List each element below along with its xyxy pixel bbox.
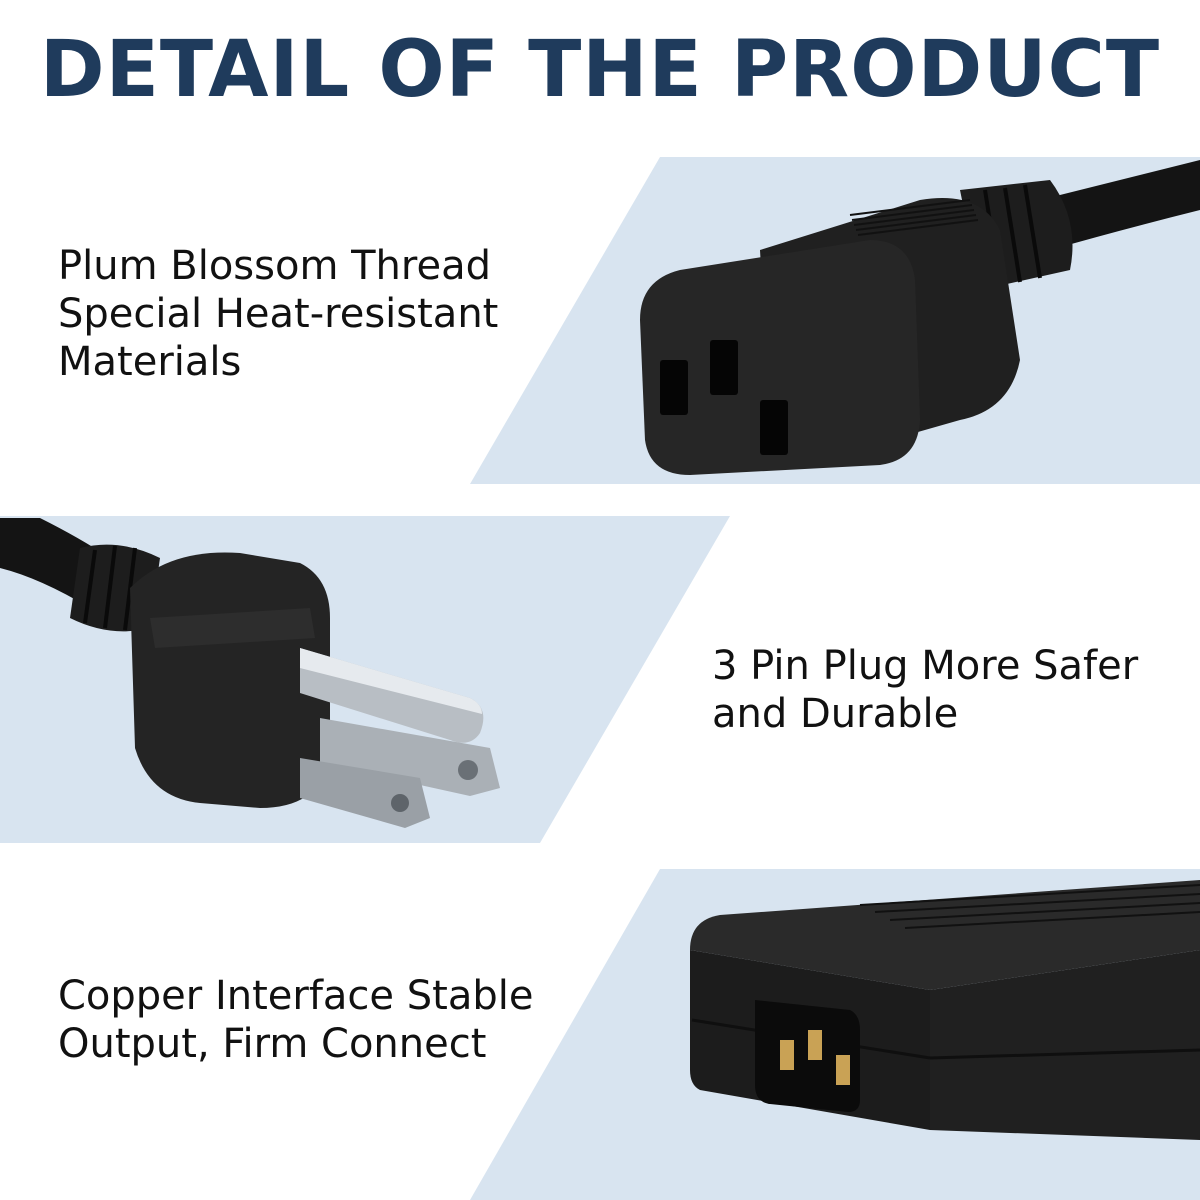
feature-text-2: 3 Pin Plug More Safer and Durable [712,642,1138,738]
feature-3-line-2: Output, Firm Connect [58,1021,487,1067]
feature-1-line-3: Materials [58,339,242,385]
feature-text-3: Copper Interface Stable Output, Firm Con… [58,972,533,1068]
page-title: DETAIL OF THE PRODUCT [39,25,1161,115]
power-adapter-icon [690,880,1200,1140]
feature-text-1: Plum Blossom Thread Special Heat-resista… [58,242,498,386]
feature-2-line-1: 3 Pin Plug More Safer [712,643,1139,689]
feature-1-line-2: Special Heat-resistant [58,291,499,337]
c13-connector-icon [640,160,1200,475]
feature-3-line-1: Copper Interface Stable [58,973,534,1019]
feature-2-line-2: and Durable [712,691,959,737]
feature-1-line-1: Plum Blossom Thread [58,243,491,289]
3-pin-plug-icon [0,518,500,828]
